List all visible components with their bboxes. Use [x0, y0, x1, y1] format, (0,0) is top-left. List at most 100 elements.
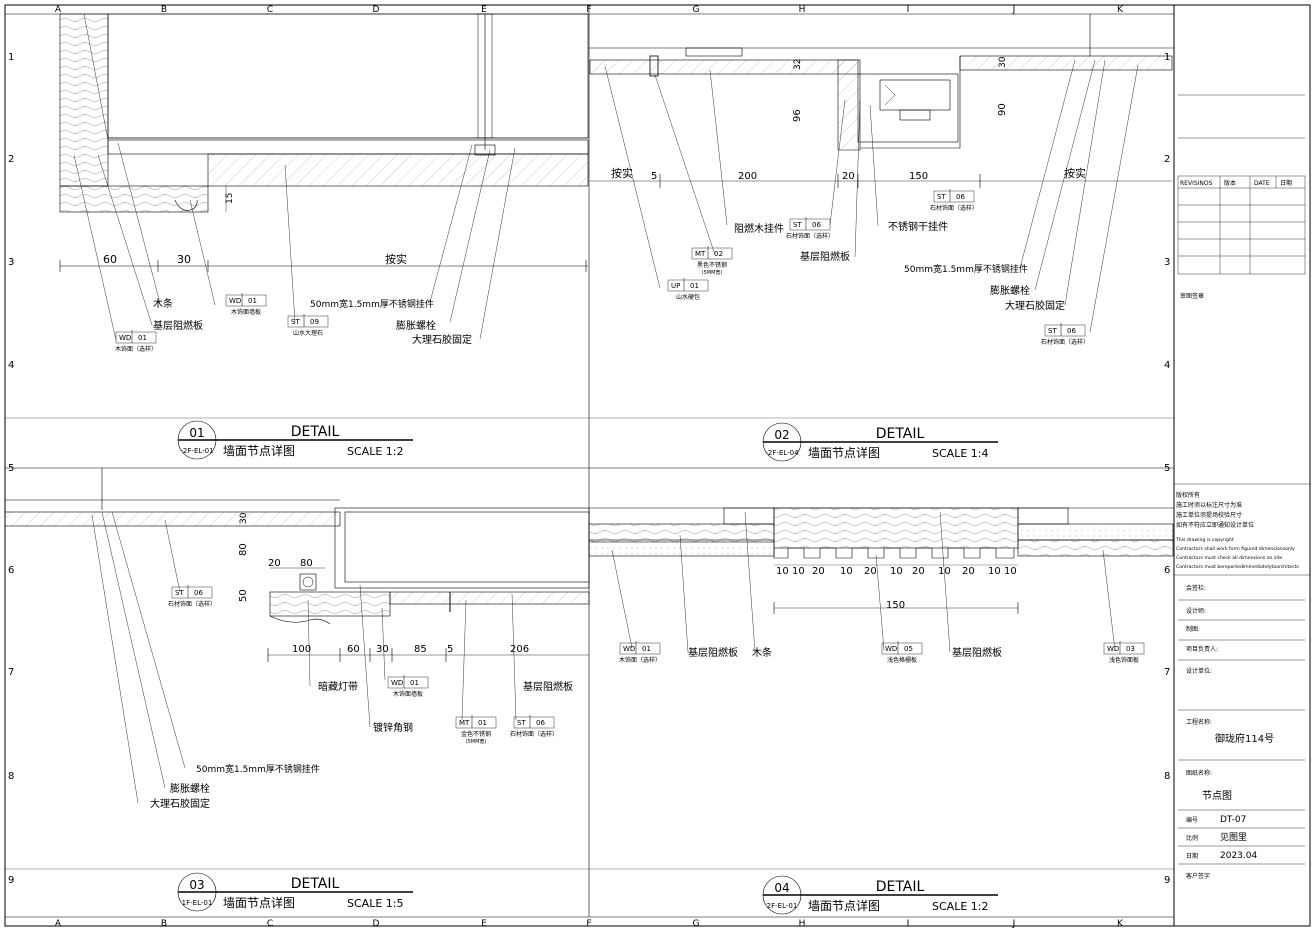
grid-row-right: 6: [1164, 565, 1170, 576]
grid-row-left: 7: [8, 667, 14, 678]
grid-col-bottom: D: [373, 919, 380, 929]
label-03-c: 基层阻燃板: [523, 680, 573, 693]
grid-col-bottom: K: [1117, 919, 1124, 929]
grid-col-bottom: H: [799, 919, 806, 929]
tag-num: 01: [642, 645, 651, 653]
dim-02-c: 200: [738, 171, 757, 182]
label-03-d: 50mm宽1.5mm厚不锈钢挂件: [196, 763, 320, 775]
detail-01-drawing: [59, 13, 589, 341]
detail-number: 02: [774, 428, 789, 442]
tb-revisions: REVISINOS: [1180, 180, 1213, 187]
tag-num: 01: [690, 282, 699, 290]
tag-code: WD: [119, 334, 131, 342]
tag-code: WD: [623, 645, 635, 653]
tag-code: UP: [671, 282, 680, 290]
detail-04-drawing: [588, 507, 1174, 653]
detail-ref: 2F-EL-01: [767, 902, 798, 910]
tag-num: 02: [714, 250, 723, 258]
grid-row-left: 9: [8, 875, 14, 886]
tag-code: ST: [793, 221, 802, 229]
dim-04-seg: 10: [840, 566, 853, 577]
dim-03-h: 30: [376, 644, 389, 655]
grid-col-top: D: [373, 5, 380, 15]
grid-row-left: 2: [8, 154, 14, 165]
grid-row-left: 6: [8, 565, 14, 576]
grid-col-bottom: B: [161, 919, 167, 929]
grid-col-bottom: I: [907, 919, 910, 929]
tb-project-label: 工程名称:: [1186, 718, 1212, 726]
tb-rev-date-cn: 日期: [1280, 179, 1292, 187]
label-02-d: 50mm宽1.5mm厚不锈钢挂件: [904, 263, 1028, 275]
detail-scale: SCALE 1:5: [347, 897, 403, 910]
tag-desc: 山水硬包: [676, 293, 700, 301]
tag-code: WD: [1107, 645, 1119, 653]
grid-row-left: 1: [8, 52, 14, 63]
label-03-e: 膨胀螺栓: [170, 782, 210, 795]
detail-subtitle: 墙面节点详图: [223, 895, 295, 910]
tb-note-en-2: Contractors must check all dimensions on…: [1176, 555, 1282, 561]
detail-number: 01: [189, 426, 204, 440]
detail-heading: DETAIL: [291, 424, 340, 440]
tag-desc: 石材饰面（选样）: [930, 204, 978, 212]
dim-02-a: 按实: [611, 166, 633, 180]
tag-num: 01: [478, 719, 487, 727]
grid-col-top: E: [481, 5, 487, 15]
dim-02-h: 96: [792, 109, 803, 122]
grid-row-left: 8: [8, 771, 14, 782]
dim-04-seg: 20: [962, 566, 975, 577]
label-04-c: 基层阻燃板: [952, 646, 1002, 659]
tb-note-3: 如有不符应立即通知设计单位: [1176, 521, 1254, 529]
grid-col-bottom: G: [693, 919, 700, 929]
grid-row-right: 5: [1164, 463, 1170, 474]
tag-desc: 金色不锈钢: [461, 730, 491, 738]
grid-row-left: 5: [8, 463, 14, 474]
tag-code: ST: [937, 193, 946, 201]
label-02-b: 不锈钢干挂件: [888, 220, 948, 233]
tb-scale-value: 见图里: [1220, 832, 1247, 843]
label-02-c: 基层阻燃板: [800, 250, 850, 263]
dim-03-g: 60: [347, 644, 360, 655]
material-tag: UP 01 山水硬包: [667, 278, 709, 301]
dim-03-a: 30: [239, 512, 249, 524]
label-03-f: 大理石胶固定: [150, 797, 210, 810]
dim-02-j: 90: [997, 103, 1008, 116]
grid-col-top: K: [1117, 5, 1124, 15]
dim-03-e: 50: [238, 589, 249, 602]
label-03-b: 镀锌角钢: [373, 721, 413, 734]
tb-review-stamp: 审图签章: [1180, 292, 1204, 300]
tag-num: 01: [138, 334, 147, 342]
tag-num: 01: [248, 297, 257, 305]
tag-code: MT: [695, 250, 706, 258]
tb-scale-label: 比例: [1186, 834, 1198, 842]
detail-heading: DETAIL: [291, 876, 340, 892]
dim-01-a: 60: [103, 253, 117, 266]
detail-number: 04: [774, 881, 789, 895]
dim-04-seg: 20: [912, 566, 925, 577]
detail-03-texts: 30 20 80 80 50 100 60 30 85 5 206 暗藏灯带 镀…: [150, 512, 573, 810]
dim-03-c: 80: [300, 558, 313, 569]
dim-03-i: 85: [414, 644, 427, 655]
tag-desc: 石材饰面（选样）: [786, 232, 834, 240]
label-01-a: 木条: [153, 297, 173, 310]
tag-num: 09: [310, 318, 319, 326]
tag-desc: 山水大理石: [293, 329, 323, 337]
grid-col-top: F: [586, 5, 591, 15]
title-block: [1174, 94, 1310, 865]
grid-row-right: 4: [1164, 360, 1170, 371]
dim-01-c: 按实: [385, 252, 407, 266]
label-01-c: 50mm宽1.5mm厚不锈钢挂件: [310, 298, 434, 310]
tb-unit: 设计单位:: [1186, 667, 1212, 675]
dim-04-total: 150: [886, 600, 905, 611]
tag-num: 03: [1126, 645, 1135, 653]
detail-scale: SCALE 1:2: [347, 445, 403, 458]
